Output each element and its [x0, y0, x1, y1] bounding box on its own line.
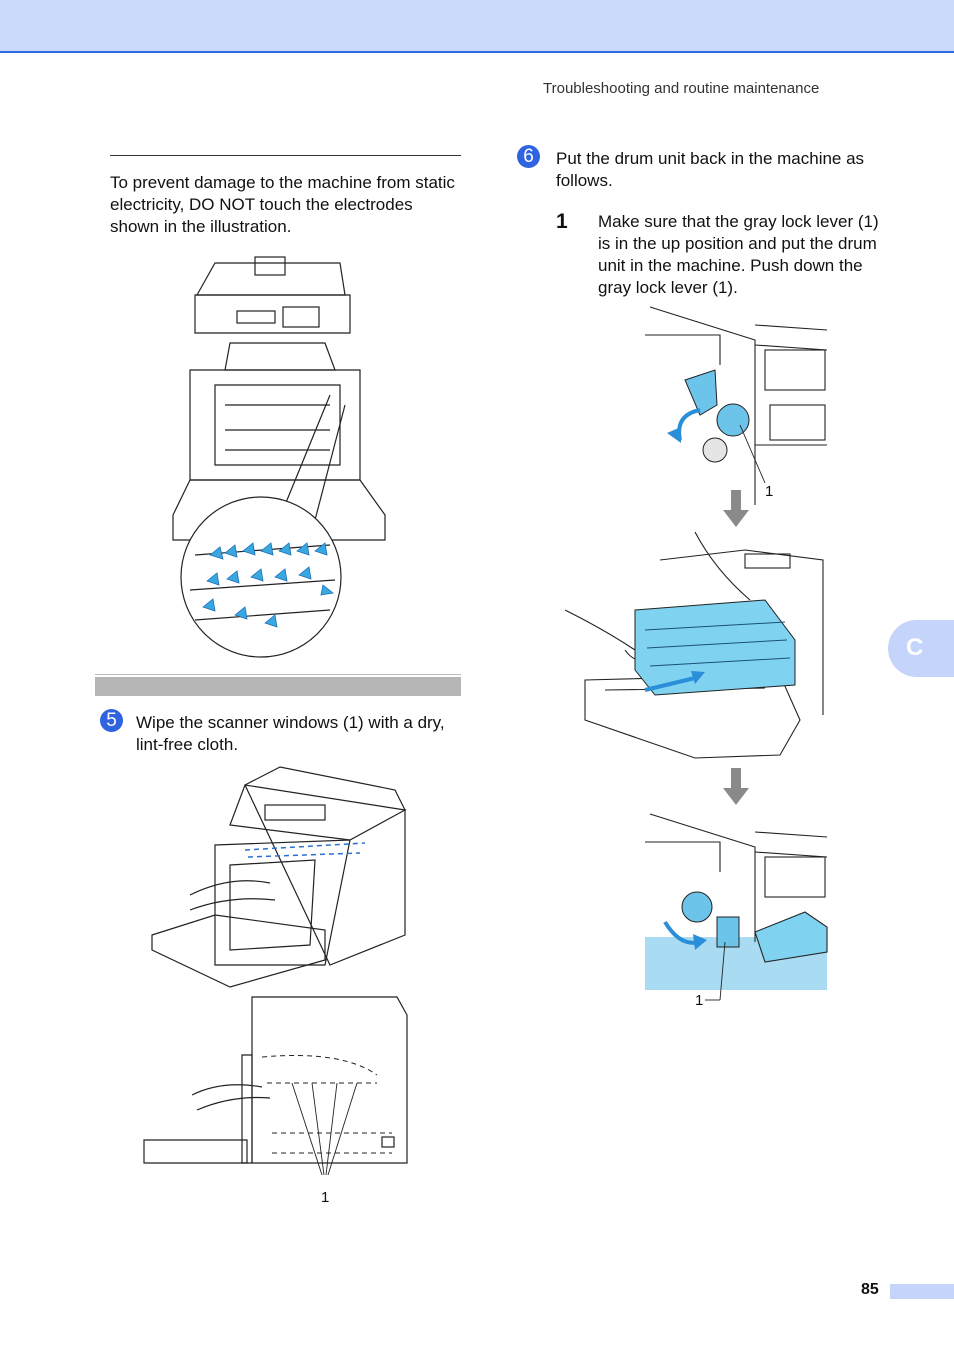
chapter-tab-letter: C	[906, 634, 924, 661]
page-number: 85	[861, 1281, 879, 1298]
substep-1-number: 1	[556, 210, 568, 233]
section-gray-bar	[95, 677, 461, 696]
scanner-window-illustration	[151, 766, 407, 988]
section-rule	[95, 674, 461, 675]
down-arrow-2	[723, 768, 749, 805]
callout-scanner-window: 1	[321, 1189, 329, 1206]
electrodes-illustration	[172, 256, 386, 658]
step-5-text: Wipe the scanner windows (1) with a dry,…	[136, 713, 445, 754]
caution-top-rule	[110, 155, 461, 156]
step-5-number: 5	[100, 709, 123, 732]
step-6-text: Put the drum unit back in the machine as…	[556, 149, 865, 190]
callout-lever-down: 1	[695, 992, 703, 1009]
chapter-tab: C	[888, 620, 954, 677]
running-header: Troubleshooting and routine maintenance	[543, 80, 820, 97]
header-band	[0, 0, 954, 53]
page-number-bar	[890, 1284, 954, 1299]
caution-text: To prevent damage to the machine from st…	[110, 173, 455, 236]
lever-up-illustration: 1	[645, 306, 828, 505]
callout-lever-up: 1	[765, 483, 773, 500]
scanner-window-side-illustration: 1	[143, 996, 408, 1206]
step-6-number: 6	[517, 145, 540, 168]
lever-down-illustration: 1	[645, 813, 828, 1009]
substep-1-text: Make sure that the gray lock lever (1) i…	[598, 212, 879, 297]
down-arrow-1	[723, 490, 749, 527]
drum-insertion-illustration	[565, 531, 824, 759]
